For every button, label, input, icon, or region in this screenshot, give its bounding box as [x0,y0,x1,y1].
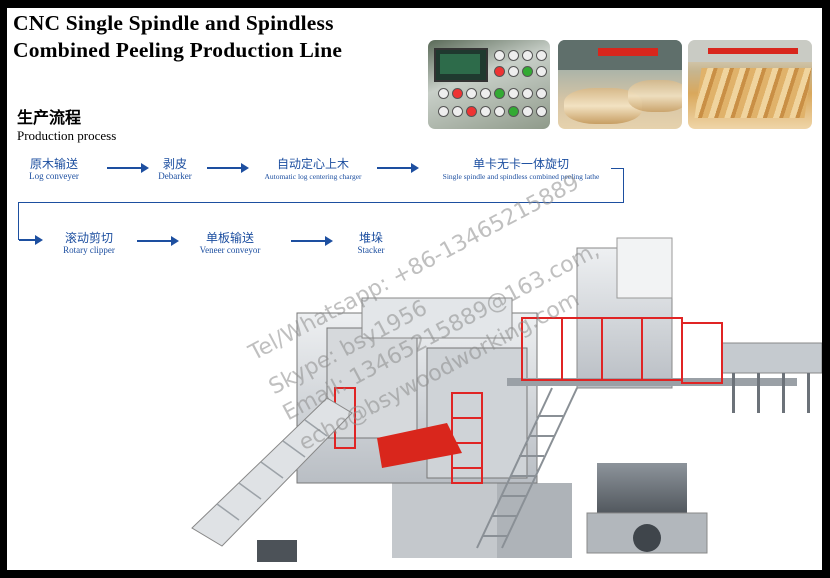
panel-screen-icon [434,48,488,82]
production-line-machine [191,237,822,562]
section-heading-en: Production process [17,128,117,143]
title-line-2: Combined Peeling Production Line [13,38,343,62]
flow-arrow-icon [107,163,149,173]
flow-connector-left [18,202,19,240]
veneer-sheet-photo [688,40,812,129]
page-title: CNC Single Spindle and Spindless Combine… [13,10,423,64]
flow-arrow-icon [207,163,249,173]
section-heading-cn: 生产流程 [17,108,82,127]
control-panel-photo [428,40,550,129]
title-line-1: CNC Single Spindle and Spindless [13,11,334,35]
log-peeling-photo [558,40,682,129]
flow-connector-right [611,168,624,203]
flow-arrow-icon [19,235,43,245]
flow-arrow-icon [291,236,333,246]
flow-connector-line [18,202,623,203]
flow-arrow-icon [377,163,419,173]
product-slide: CNC Single Spindle and Spindless Combine… [7,8,822,570]
flow-arrow-icon [137,236,179,246]
